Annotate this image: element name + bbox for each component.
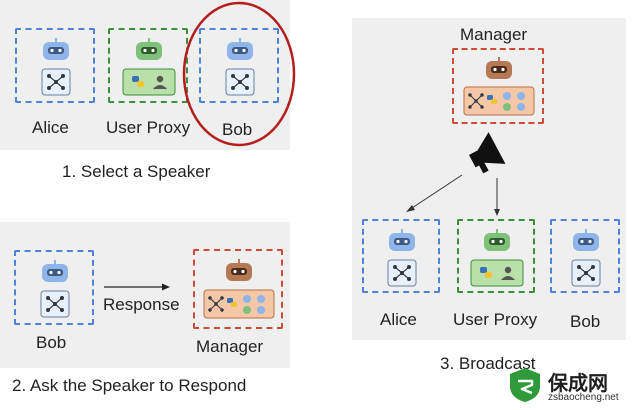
agent-box-bob bbox=[199, 28, 279, 103]
agent-label-bob-panel3: Bob bbox=[570, 312, 601, 331]
agent-label-user-proxy-panel3: User Proxy bbox=[453, 310, 538, 329]
response-arrow bbox=[104, 283, 170, 291]
group-tools-icon bbox=[463, 86, 535, 121]
manager-robot-icon bbox=[224, 259, 254, 288]
manager-box-panel2 bbox=[193, 249, 283, 329]
shield-logo-icon bbox=[510, 368, 540, 402]
robot-icon bbox=[225, 38, 255, 67]
robot-icon bbox=[571, 229, 601, 258]
caption-step-1: 1. Select a Speaker bbox=[62, 162, 211, 181]
caption-step-2: 2. Ask the Speaker to Respond bbox=[12, 376, 247, 395]
watermark: 保成网 zsbaocheng.net bbox=[508, 365, 638, 407]
robot-icon bbox=[134, 38, 164, 67]
manager-label-panel3: Manager bbox=[460, 25, 528, 44]
agent-box-bob-speaker bbox=[14, 250, 94, 325]
agent-box-user-proxy bbox=[108, 28, 188, 103]
response-label: Response bbox=[103, 295, 180, 314]
robot-icon bbox=[387, 229, 417, 258]
agent-label-alice: Alice bbox=[32, 118, 69, 137]
selection-highlight-circle bbox=[182, 1, 296, 147]
agent-box-user-proxy-panel3 bbox=[457, 219, 535, 293]
neural-network-icon bbox=[40, 290, 70, 323]
neural-network-icon bbox=[225, 68, 255, 101]
agent-label-bob: Bob bbox=[222, 120, 253, 139]
manager-label-panel2: Manager bbox=[196, 337, 264, 356]
neural-network-icon bbox=[387, 259, 417, 292]
neural-network-icon bbox=[41, 68, 71, 101]
neural-network-icon bbox=[571, 259, 601, 292]
agent-box-bob-panel3 bbox=[550, 219, 620, 293]
robot-icon bbox=[482, 229, 512, 258]
agent-label-alice-panel3: Alice bbox=[380, 310, 417, 329]
manager-robot-icon bbox=[484, 57, 514, 86]
agent-box-alice-panel3 bbox=[362, 219, 440, 293]
caption-step-3: 3. Broadcast bbox=[440, 354, 536, 373]
watermark-url: zsbaocheng.net bbox=[548, 392, 619, 403]
agent-label-bob-speaker: Bob bbox=[36, 333, 67, 352]
python-user-icon bbox=[122, 68, 176, 101]
manager-box-panel3 bbox=[452, 48, 544, 124]
agent-label-user-proxy: User Proxy bbox=[106, 118, 191, 137]
group-tools-icon bbox=[203, 289, 275, 324]
agent-box-alice bbox=[15, 28, 95, 103]
robot-icon bbox=[40, 260, 70, 289]
python-user-icon bbox=[470, 259, 524, 292]
robot-icon bbox=[41, 38, 71, 67]
watermark-brand: 保成网 bbox=[548, 373, 608, 395]
